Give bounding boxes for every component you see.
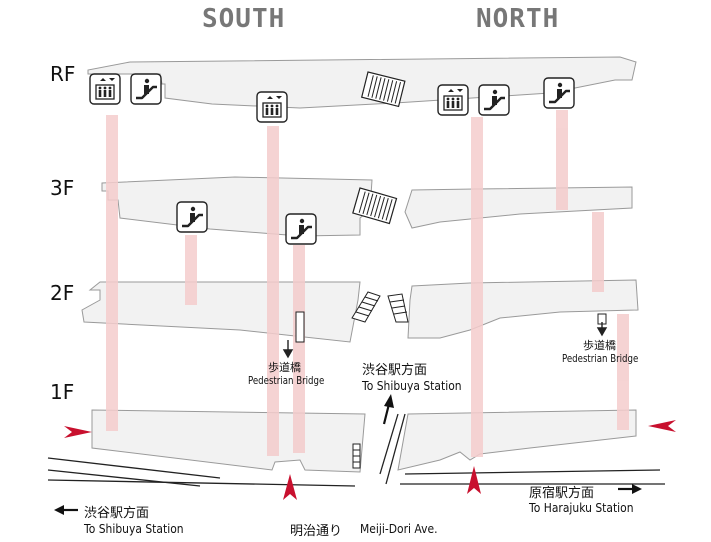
shibuya-center-en: To Shibuya Station bbox=[362, 378, 462, 393]
harajuku-en: To Harajuku Station bbox=[529, 500, 634, 515]
pedestrian-bridge-jp: 歩道橋 bbox=[268, 361, 301, 374]
entrance-arrow bbox=[64, 426, 92, 438]
floor-plate-1f-south bbox=[91, 409, 366, 473]
floor-plate-2f-north bbox=[407, 279, 639, 339]
floor-label-2f: 2F bbox=[50, 281, 75, 305]
entrance-arrow bbox=[467, 466, 481, 494]
floor-label-rf: RF bbox=[50, 62, 76, 86]
street-jp: 明治通り bbox=[290, 524, 343, 539]
shibuya-center-arrow bbox=[382, 394, 394, 425]
pedestrian-bridge-en: Pedestrian Bridge bbox=[248, 375, 325, 387]
pedestrian-bridge-arrow bbox=[282, 322, 608, 359]
elevator-icon bbox=[437, 84, 469, 116]
entrance-arrow bbox=[648, 420, 676, 432]
vertical-shafts bbox=[106, 110, 629, 457]
floor-plate-2f-south bbox=[81, 281, 361, 343]
floor-plate-3f-south bbox=[101, 176, 373, 237]
heading-north: NORTH bbox=[476, 4, 560, 34]
shibuya-center-jp: 渋谷駅方面 bbox=[362, 363, 428, 378]
floor-label-1f: 1F bbox=[50, 380, 75, 404]
elevator-icon bbox=[89, 73, 121, 105]
heading-south: SOUTH bbox=[202, 4, 286, 34]
escalator-icon bbox=[175, 200, 209, 234]
street-en: Meiji-Dori Ave. bbox=[360, 521, 438, 536]
direction-arrows bbox=[54, 394, 642, 515]
stairs-icon bbox=[352, 443, 361, 469]
harajuku-jp: 原宿駅方面 bbox=[529, 486, 595, 501]
stairs-icon bbox=[351, 291, 409, 323]
floor-label-3f: 3F bbox=[50, 176, 75, 200]
pedestrian-bridge-jp: 歩道橋 bbox=[583, 339, 616, 352]
pedestrian-bridge-en: Pedestrian Bridge bbox=[562, 353, 639, 365]
entrance-arrow bbox=[283, 474, 297, 500]
escalator-icon bbox=[477, 83, 511, 117]
elevator-icon bbox=[256, 91, 288, 123]
shibuya-left-jp: 渋谷駅方面 bbox=[84, 506, 150, 521]
floor-plate-1f-north bbox=[397, 409, 637, 471]
escalator-icon bbox=[129, 72, 163, 106]
escalator-icon bbox=[542, 76, 576, 110]
sidewalk-lines bbox=[47, 413, 665, 487]
shibuya-left-arrow bbox=[54, 505, 78, 515]
harajuku-arrow bbox=[618, 484, 642, 494]
floor-plate-3f-north bbox=[404, 186, 633, 229]
shibuya-left-en: To Shibuya Station bbox=[84, 521, 184, 536]
entrance-arrows bbox=[64, 420, 676, 500]
escalator-icon bbox=[284, 212, 318, 246]
